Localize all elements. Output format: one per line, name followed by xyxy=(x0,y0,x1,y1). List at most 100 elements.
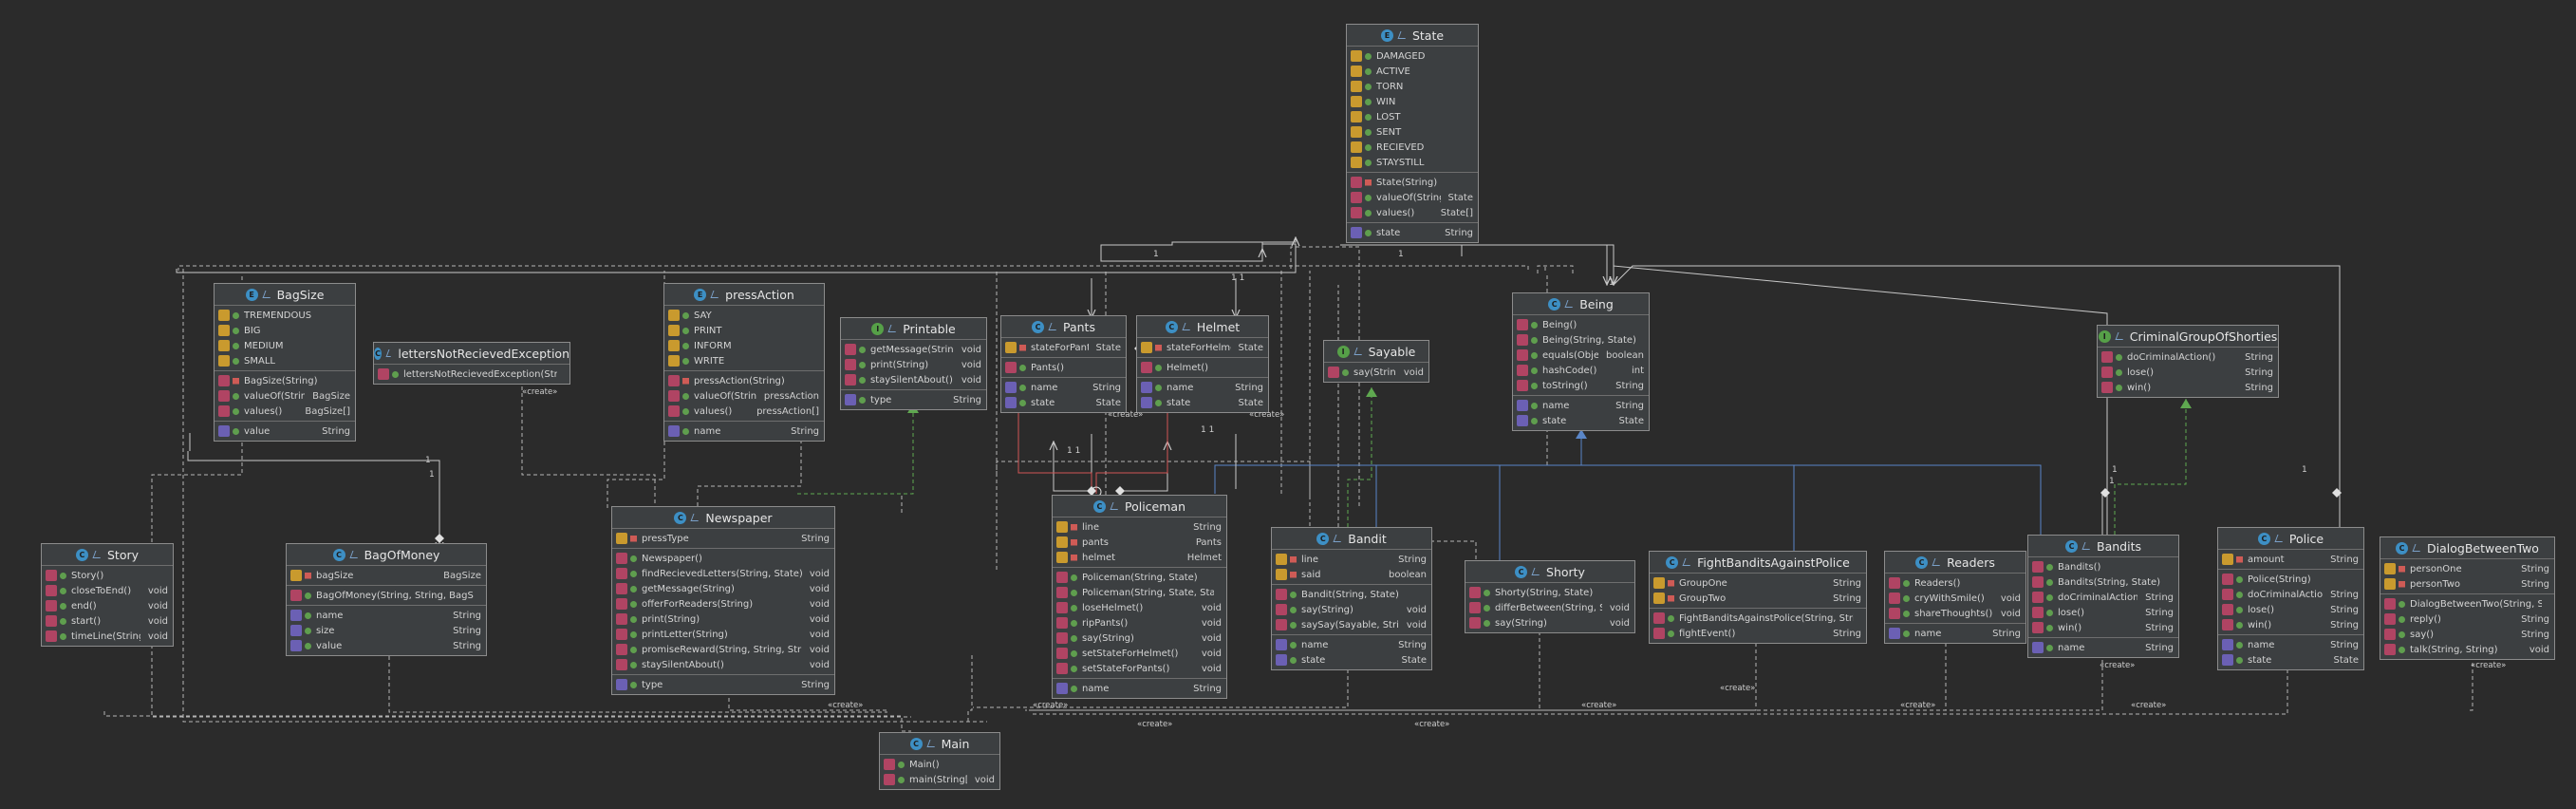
member-row[interactable]: toString()String xyxy=(1513,378,1649,393)
member-row[interactable]: win()String xyxy=(2218,617,2363,632)
member-row[interactable]: lettersNotRecievedException(String) xyxy=(374,367,569,382)
member-row[interactable]: valueOf(String)State xyxy=(1347,190,1478,205)
member-row[interactable]: Shorty(String, State) xyxy=(1465,585,1634,600)
class-box-helmet[interactable]: CHelmetstateForHelmetStateHelmet()nameSt… xyxy=(1136,315,1269,413)
member-row[interactable]: say(String)void xyxy=(1324,365,1428,380)
member-row[interactable]: stateForPantsState xyxy=(1001,340,1126,355)
member-row[interactable]: valueOf(String)BagSize xyxy=(215,388,355,404)
member-row[interactable]: reply()String xyxy=(2380,611,2554,627)
member-row[interactable]: INFORM xyxy=(664,338,824,353)
member-row[interactable]: loseHelmet()void xyxy=(1053,600,1226,615)
member-row[interactable]: doCriminalAction()String xyxy=(2098,349,2278,365)
member-row[interactable]: Helmet() xyxy=(1137,360,1268,375)
class-box-pants[interactable]: CPantsstateForPantsStatePants()nameStrin… xyxy=(1000,315,1127,413)
member-row[interactable]: closeToEnd()void xyxy=(42,583,173,598)
member-row[interactable]: DAMAGED xyxy=(1347,48,1478,64)
member-row[interactable]: shareThoughts()void xyxy=(1885,606,2025,621)
member-row[interactable]: Readers() xyxy=(1885,575,2025,591)
member-row[interactable]: Being(String, State) xyxy=(1513,332,1649,348)
member-row[interactable]: saySay(Sayable, String)void xyxy=(1272,617,1431,632)
member-row[interactable]: win()String xyxy=(2098,380,2278,395)
member-row[interactable]: Bandit(String, State) xyxy=(1272,587,1431,602)
member-row[interactable]: lose()String xyxy=(2218,602,2363,617)
member-row[interactable]: say(String)void xyxy=(1272,602,1431,617)
member-row[interactable]: DialogBetweenTwo(String, String) xyxy=(2380,596,2554,611)
member-row[interactable]: hashCode()int xyxy=(1513,363,1649,378)
member-row[interactable]: values()pressAction[] xyxy=(664,404,824,419)
member-row[interactable]: getMessage(String)void xyxy=(841,342,986,357)
member-row[interactable]: RECIEVED xyxy=(1347,140,1478,155)
member-row[interactable]: timeLine(String)void xyxy=(42,629,173,644)
member-row[interactable]: FightBanditsAgainstPolice(String, String… xyxy=(1650,611,1866,626)
member-row[interactable]: TREMENDOUS xyxy=(215,308,355,323)
member-row[interactable]: TORN xyxy=(1347,79,1478,94)
member-row[interactable]: PRINT xyxy=(664,323,824,338)
member-row[interactable]: valueOf(String)pressAction xyxy=(664,388,824,404)
member-row[interactable]: cryWithSmile()void xyxy=(1885,591,2025,606)
member-row[interactable]: fightEvent()String xyxy=(1650,626,1866,641)
member-row[interactable]: MEDIUM xyxy=(215,338,355,353)
member-row[interactable]: lose()String xyxy=(2028,605,2178,620)
member-row[interactable]: printLetter(String)void xyxy=(612,627,834,642)
member-row[interactable]: Policeman(String, State, State) xyxy=(1053,585,1226,600)
member-row[interactable]: say()String xyxy=(2380,627,2554,642)
member-row[interactable]: Main() xyxy=(880,757,999,772)
member-row[interactable]: staySilentAbout()void xyxy=(841,372,986,387)
member-row[interactable]: BagSize(String) xyxy=(215,373,355,388)
member-row[interactable]: main(String[])void xyxy=(880,772,999,787)
member-row[interactable]: ACTIVE xyxy=(1347,64,1478,79)
member-row[interactable]: findRecievedLetters(String, State)void xyxy=(612,566,834,581)
member-row[interactable]: ripPants()void xyxy=(1053,615,1226,630)
member-row[interactable]: SAY xyxy=(664,308,824,323)
member-row[interactable]: print(String)void xyxy=(841,357,986,372)
member-row[interactable]: lose()String xyxy=(2098,365,2278,380)
member-row[interactable]: Being() xyxy=(1513,317,1649,332)
member-row[interactable]: BagOfMoney(String, String, BagSize) xyxy=(287,588,486,603)
member-row[interactable]: doCriminalAction()String xyxy=(2218,587,2363,602)
